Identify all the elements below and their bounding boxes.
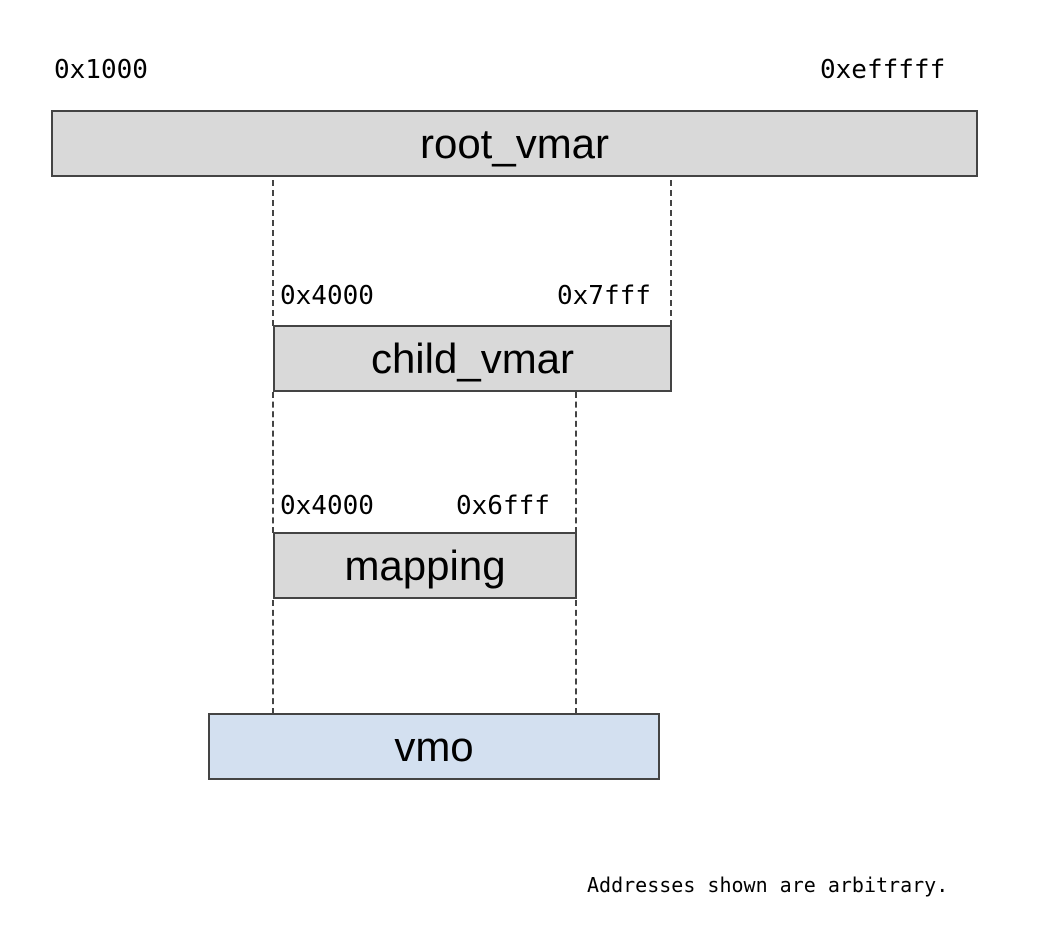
- guide-line-child-start: [272, 180, 274, 326]
- root-vmar-label: root_vmar: [419, 119, 610, 167]
- mapping-start-address: 0x4000: [280, 491, 374, 521]
- vmo-box: vmo: [208, 713, 660, 780]
- child-vmar-label: child_vmar: [370, 334, 575, 382]
- footnote: Addresses shown are arbitrary.: [587, 873, 949, 897]
- child-vmar-box: child_vmar: [273, 325, 672, 392]
- root-vmar-start-address: 0x1000: [54, 55, 148, 85]
- guide-line-vmo-start: [272, 600, 274, 714]
- guide-line-child-end: [670, 180, 672, 326]
- mapping-end-address: 0x6fff: [456, 491, 550, 521]
- mapping-box: mapping: [273, 532, 577, 599]
- vmo-label: vmo: [394, 722, 474, 770]
- guide-line-mapping-end: [575, 392, 577, 533]
- guide-line-mapping-start: [272, 392, 274, 533]
- child-vmar-end-address: 0x7fff: [557, 281, 651, 311]
- child-vmar-start-address: 0x4000: [280, 281, 374, 311]
- mapping-label: mapping: [344, 541, 506, 589]
- guide-line-vmo-end: [575, 600, 577, 714]
- root-vmar-box: root_vmar: [51, 110, 978, 177]
- root-vmar-end-address: 0xefffff: [820, 55, 946, 85]
